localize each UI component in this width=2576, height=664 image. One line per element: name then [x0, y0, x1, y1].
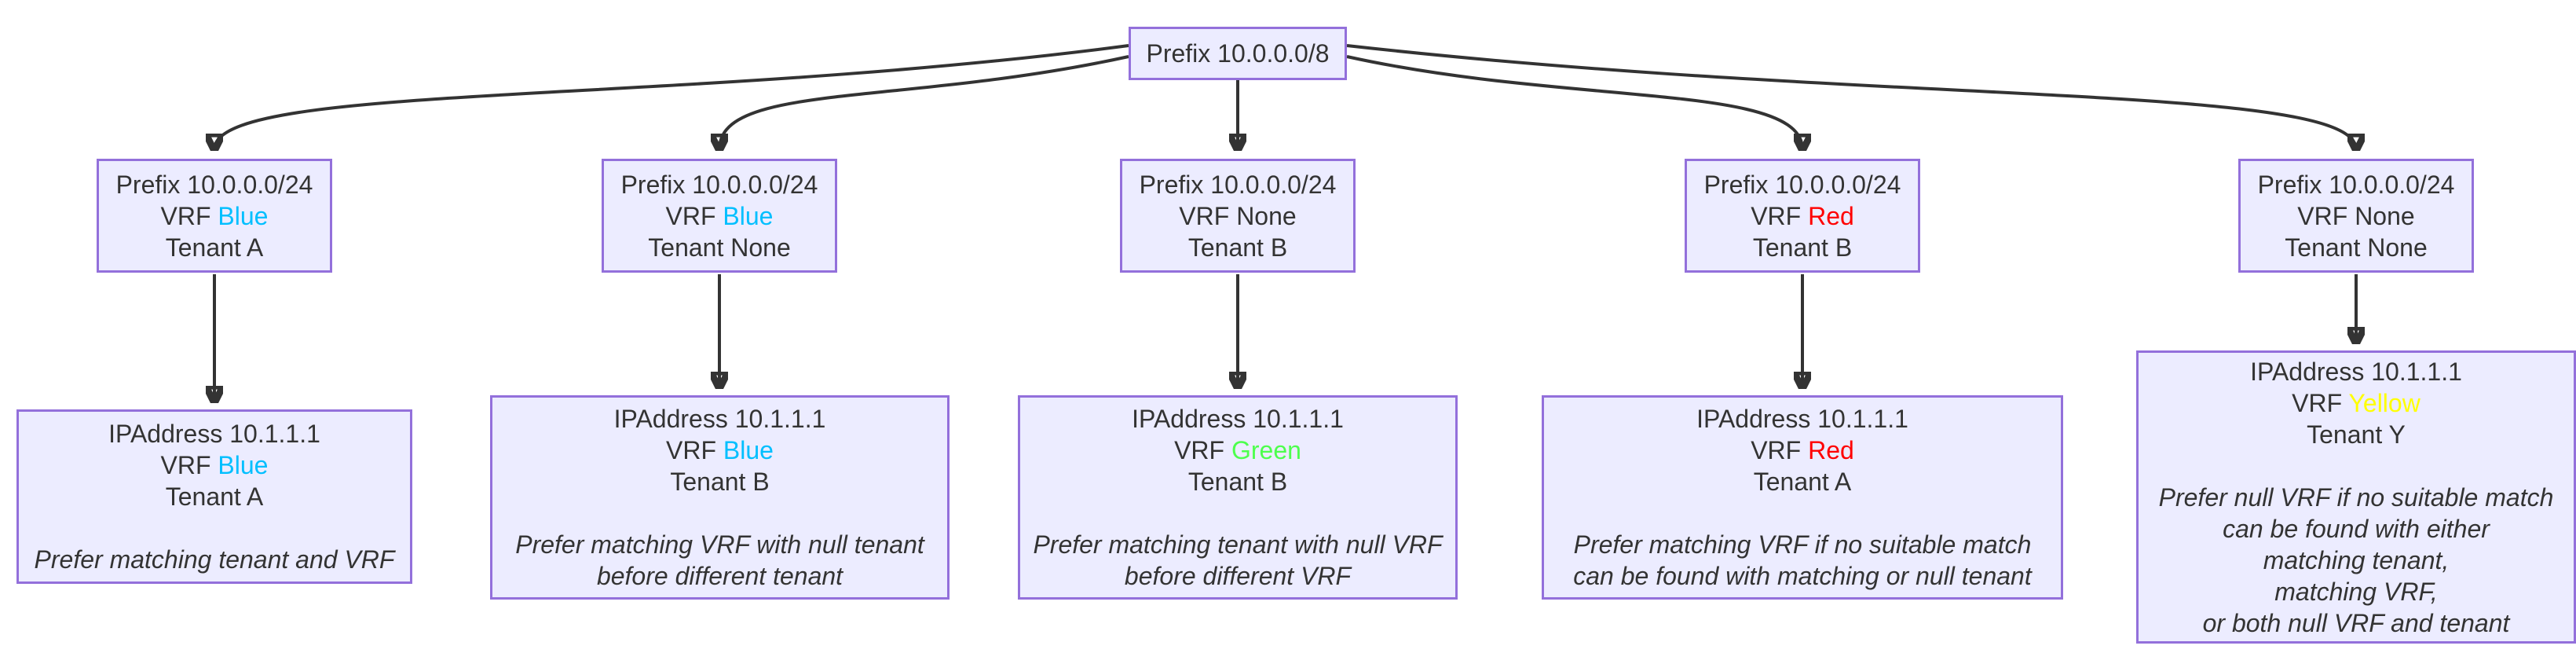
- ip-title: IPAddress 10.1.1.1: [1696, 405, 1908, 433]
- prefix-node-1: Prefix 10.0.0.0/24 VRF Blue Tenant A: [97, 159, 332, 273]
- preference-note: Prefer matching tenant and VRF: [34, 545, 395, 574]
- ip-node-4: IPAddress 10.1.1.1 VRF Red Tenant A Pref…: [1542, 395, 2063, 600]
- prefix-title: Prefix 10.0.0.0/24: [620, 170, 818, 199]
- vrf-label: VRF: [2297, 201, 2348, 230]
- tenant-label: Tenant B: [1187, 233, 1288, 262]
- tenant-label: Tenant None: [2285, 233, 2428, 262]
- tenant-label: Tenant A: [165, 482, 264, 511]
- vrf-label: VRF: [1751, 201, 1802, 230]
- vrf-line: VRF Blue: [666, 435, 774, 466]
- vrf-label: VRF: [2292, 388, 2343, 417]
- tenant-label: Tenant B: [670, 468, 770, 496]
- vrf-value: None: [2355, 201, 2415, 230]
- preference-note: Prefer matching VRF if no suitable match…: [1573, 530, 2032, 590]
- vrf-value: Blue: [723, 436, 774, 464]
- vrf-value: Yellow: [2348, 388, 2420, 417]
- tenant-label: Tenant B: [1187, 468, 1288, 496]
- root-node: Prefix 10.0.0.0/8: [1129, 27, 1347, 80]
- vrf-label: VRF: [160, 201, 211, 230]
- vrf-line: VRF Red: [1751, 200, 1854, 232]
- ip-node-3: IPAddress 10.1.1.1 VRF Green Tenant B Pr…: [1018, 395, 1458, 600]
- root-label: Prefix 10.0.0.0/8: [1146, 39, 1330, 68]
- vrf-value: Red: [1808, 201, 1854, 230]
- vrf-line: VRF None: [1179, 200, 1296, 232]
- ip-title: IPAddress 10.1.1.1: [1132, 405, 1344, 433]
- edge-root-to-prefix4: [1346, 55, 1802, 149]
- vrf-line: VRF Blue: [666, 200, 774, 232]
- vrf-label: VRF: [666, 436, 717, 464]
- tenant-label: Tenant None: [648, 233, 791, 262]
- tenant-label: Tenant Y: [2307, 420, 2406, 449]
- vrf-label: VRF: [1751, 436, 1802, 464]
- preference-note: Prefer matching tenant with null VRF bef…: [1033, 530, 1443, 590]
- prefix-node-4: Prefix 10.0.0.0/24 VRF Red Tenant B: [1685, 159, 1920, 273]
- tenant-label: Tenant B: [1752, 233, 1853, 262]
- vrf-line: VRF Red: [1751, 435, 1854, 466]
- ip-title: IPAddress 10.1.1.1: [108, 420, 320, 448]
- vrf-value: Green: [1231, 436, 1301, 464]
- vrf-value: Blue: [723, 201, 774, 230]
- vrf-label: VRF: [1174, 436, 1225, 464]
- ip-node-5: IPAddress 10.1.1.1 VRF Yellow Tenant Y P…: [2136, 350, 2576, 644]
- vrf-label: VRF: [665, 201, 716, 230]
- vrf-line: VRF Green: [1174, 435, 1301, 466]
- vrf-line: VRF Yellow: [2292, 387, 2420, 419]
- edge-root-to-prefix5: [1346, 44, 2356, 149]
- ip-title: IPAddress 10.1.1.1: [2250, 357, 2462, 386]
- vrf-value: Blue: [218, 451, 269, 479]
- vrf-line: VRF None: [2297, 200, 2414, 232]
- prefix-node-2: Prefix 10.0.0.0/24 VRF Blue Tenant None: [602, 159, 837, 273]
- prefix-title: Prefix 10.0.0.0/24: [1139, 170, 1337, 199]
- prefix-title: Prefix 10.0.0.0/24: [1703, 170, 1901, 199]
- preference-note: Prefer null VRF if no suitable match can…: [2158, 482, 2554, 637]
- vrf-line: VRF Blue: [161, 449, 269, 481]
- ip-node-1: IPAddress 10.1.1.1 VRF Blue Tenant A Pre…: [16, 409, 412, 584]
- vrf-label: VRF: [1179, 201, 1230, 230]
- tenant-label: Tenant A: [165, 233, 264, 262]
- tenant-label: Tenant A: [1753, 468, 1852, 496]
- prefix-node-3: Prefix 10.0.0.0/24 VRF None Tenant B: [1120, 159, 1356, 273]
- vrf-value: Red: [1808, 436, 1854, 464]
- ip-node-2: IPAddress 10.1.1.1 VRF Blue Tenant B Pre…: [490, 395, 950, 600]
- ip-title: IPAddress 10.1.1.1: [613, 405, 826, 433]
- vrf-line: VRF Blue: [161, 200, 269, 232]
- vrf-value: Blue: [218, 201, 269, 230]
- edge-root-to-prefix2: [719, 55, 1129, 149]
- vrf-label: VRF: [160, 451, 211, 479]
- edge-root-to-prefix1: [214, 44, 1129, 149]
- preference-note: Prefer matching VRF with null tenant bef…: [515, 530, 924, 590]
- vrf-value: None: [1236, 201, 1297, 230]
- prefix-title: Prefix 10.0.0.0/24: [2257, 170, 2455, 199]
- prefix-node-5: Prefix 10.0.0.0/24 VRF None Tenant None: [2238, 159, 2474, 273]
- prefix-title: Prefix 10.0.0.0/24: [115, 170, 313, 199]
